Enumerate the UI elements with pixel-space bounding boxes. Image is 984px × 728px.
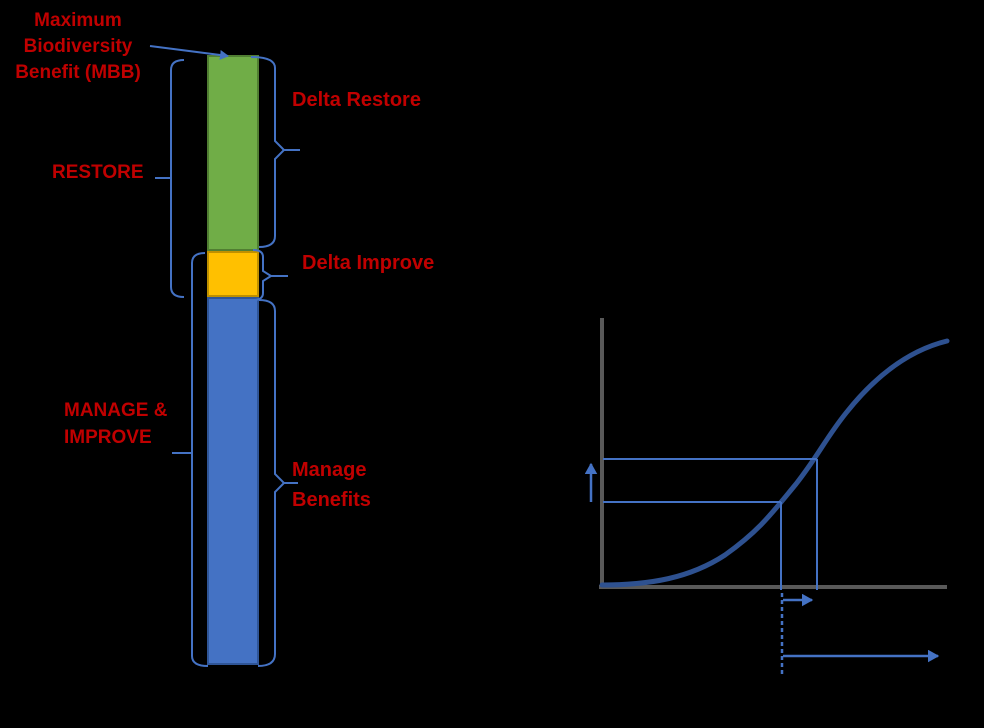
mbb-label-line2: Biodiversity — [23, 36, 133, 57]
restore-bracket — [170, 59, 185, 298]
manage-benefits-brace — [257, 299, 286, 667]
manage-benefits-label: Manage Benefits — [292, 455, 371, 515]
mbb-label-line1: Maximum — [34, 10, 122, 31]
delta-restore-brace — [250, 56, 286, 248]
manage-benefits-label-line2: Benefits — [292, 489, 371, 511]
delta-improve-brace — [252, 249, 273, 301]
bar-segment-manage — [207, 297, 259, 665]
bar-segment-restore — [207, 55, 259, 251]
manage-improve-bracket — [191, 252, 209, 667]
manage-improve-label-line1: MANAGE & — [64, 400, 168, 421]
delta-restore-label: Delta Restore — [292, 89, 421, 111]
mbb-arrow — [149, 45, 229, 60]
manage-improve-label-line2: IMPROVE — [64, 427, 152, 448]
mbb-label: Maximum Biodiversity Benefit (MBB) — [8, 8, 148, 86]
manage-benefits-label-line1: Manage — [292, 459, 367, 481]
s-curve — [599, 338, 950, 588]
mbb-label-line3: Benefit (MBB) — [15, 62, 141, 83]
bar-segment-improve — [207, 251, 259, 297]
manage-improve-label: MANAGE & IMPROVE — [64, 397, 167, 451]
delta-improve-label: Delta Improve — [302, 252, 435, 274]
restore-label: RESTORE — [52, 162, 144, 183]
